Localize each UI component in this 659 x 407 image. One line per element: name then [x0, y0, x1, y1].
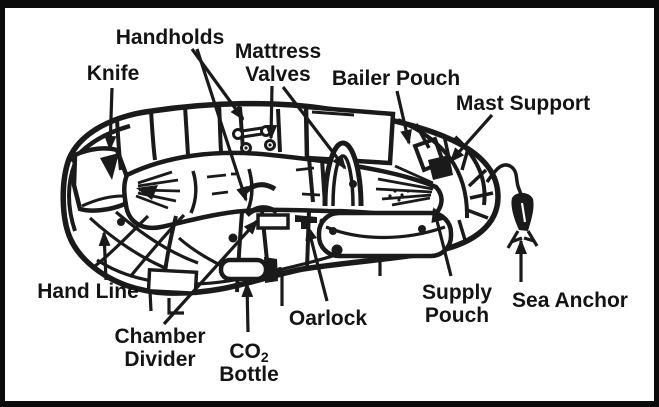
mattress-valves-drawing — [240, 139, 276, 154]
label-sea-anchor: Sea Anchor — [512, 289, 628, 312]
label-handholds: Handholds — [115, 26, 225, 49]
arrow-mattress-valve-left — [265, 85, 278, 140]
arrow-oarlock — [305, 225, 329, 302]
arrow-bailer-pouch — [395, 90, 412, 145]
label-supply-pouch: Supply Pouch — [421, 281, 493, 327]
arrow-supply-pouch — [431, 207, 453, 277]
arrow-mattress-valve-right — [281, 86, 347, 170]
arrow-handholds-floor — [195, 48, 248, 202]
knife-drawing — [100, 153, 119, 180]
arrow-co2-bottle — [241, 282, 254, 333]
label-oarlock: Oarlock — [288, 307, 368, 330]
label-mast-support: Mast Support — [455, 92, 591, 115]
arrow-hand-line — [98, 231, 111, 281]
arrow-mast-support — [449, 113, 494, 163]
arrow-chamber-divider — [162, 219, 259, 326]
supply-pouch-drawing — [316, 210, 454, 259]
label-mattress-valves: Mattress Valves — [234, 40, 322, 86]
co2-bottle-drawing — [177, 236, 283, 283]
arrow-knife — [104, 87, 117, 151]
mattress-texture — [135, 164, 434, 214]
label-bailer-pouch: Bailer Pouch — [331, 67, 461, 90]
stern-panel — [303, 104, 396, 166]
label-co2-bottle: CO2 Bottle — [219, 340, 279, 386]
label-knife: Knife — [86, 62, 140, 85]
label-chamber-divider: Chamber Divider — [114, 325, 206, 371]
label-hand-line: Hand Line — [37, 280, 139, 303]
mast-support-drawing — [428, 155, 453, 180]
raft-drawing — [60, 100, 539, 315]
callout-arrows — [98, 48, 527, 333]
